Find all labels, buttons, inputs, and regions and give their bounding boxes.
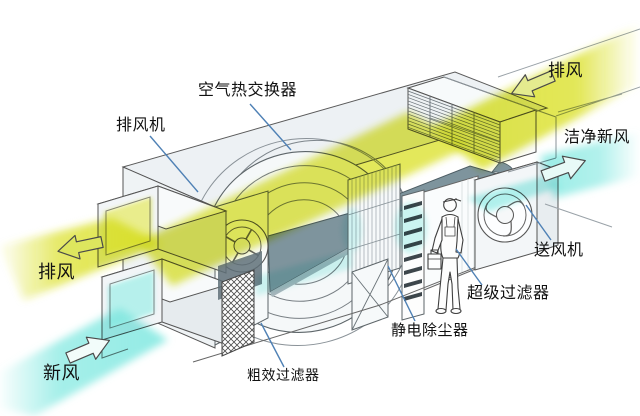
clean-fresh-arrow bbox=[540, 155, 586, 182]
fresh-beam-duct-opening bbox=[108, 271, 154, 327]
coarse-filter-panel bbox=[218, 251, 262, 357]
label-supply-fan: 送风机 bbox=[534, 240, 584, 259]
fresh-beam-above-fan bbox=[468, 176, 562, 212]
label-heat-exchanger: 空气热交换器 bbox=[198, 80, 298, 99]
exhaust-beam-duct-opening bbox=[104, 197, 152, 254]
leader-lines bbox=[149, 103, 552, 368]
label-coarse-filter: 粗效过滤器 bbox=[247, 368, 320, 384]
label-esp: 静电除尘器 bbox=[391, 321, 469, 339]
flow-arrows bbox=[57, 70, 586, 364]
fresh-beam-left bbox=[0, 308, 168, 416]
fresh-air-arrow bbox=[65, 336, 111, 364]
exhaust-beam-interior bbox=[138, 112, 470, 286]
fresh-beam-after-filter bbox=[256, 250, 352, 296]
fresh-glow-esp bbox=[395, 202, 427, 254]
exhaust-top-arrow bbox=[510, 70, 556, 98]
toolbox bbox=[430, 249, 439, 254]
label-clean-fresh-air: 洁净新风 bbox=[564, 127, 631, 146]
fresh-beam-right bbox=[540, 132, 640, 198]
label-super-filter: 超级过滤器 bbox=[467, 283, 550, 302]
x-brace-frame bbox=[351, 258, 389, 331]
label-fresh-air: 新风 bbox=[43, 363, 80, 384]
exhaust-left-arrow bbox=[57, 234, 104, 260]
label-exhaust-air-left: 排风 bbox=[38, 262, 75, 283]
label-exhaust-fan: 排风机 bbox=[116, 115, 166, 134]
label-exhaust-air-top: 排风 bbox=[548, 61, 583, 81]
worker-figure bbox=[427, 198, 464, 315]
